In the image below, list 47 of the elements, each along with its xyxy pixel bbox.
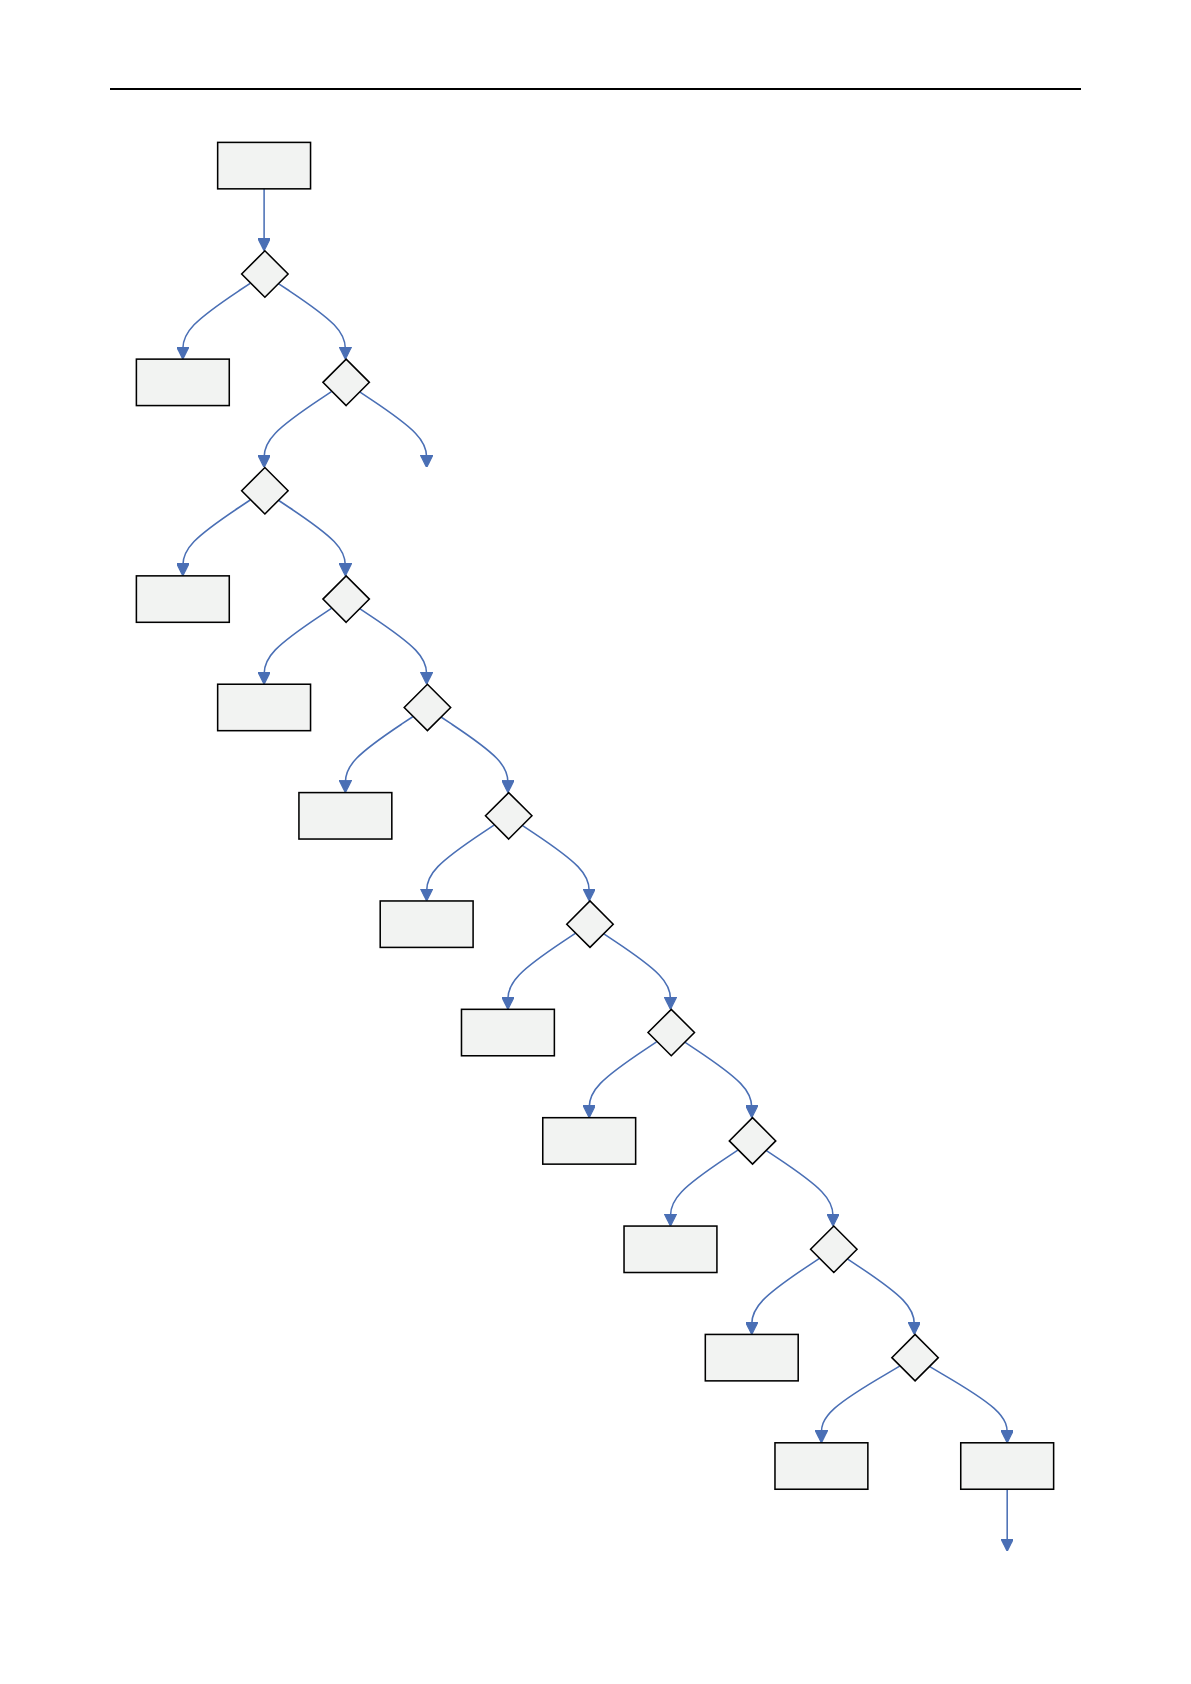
arrow xyxy=(420,824,496,902)
arrow xyxy=(359,390,434,469)
node-diamond xyxy=(647,1008,697,1057)
arrow xyxy=(277,282,353,360)
arrow xyxy=(664,1149,740,1227)
node-box xyxy=(136,575,231,624)
node-box xyxy=(298,791,394,840)
arrow xyxy=(1000,1488,1015,1552)
arrow xyxy=(176,282,252,360)
arrow xyxy=(257,390,333,469)
node-diamond xyxy=(322,574,371,624)
arrow xyxy=(602,932,678,1010)
arrow xyxy=(440,715,516,794)
node-box xyxy=(960,1442,1055,1490)
arrow xyxy=(257,188,272,252)
node-diamond xyxy=(241,466,290,516)
arrow xyxy=(359,607,434,685)
node-diamond xyxy=(891,1333,940,1382)
node-diamond xyxy=(809,1224,859,1274)
arrow xyxy=(765,1149,841,1227)
node-diamond xyxy=(241,249,290,299)
arrow xyxy=(339,715,414,794)
node-diamond xyxy=(728,1116,778,1166)
arrow xyxy=(815,1365,901,1444)
node-diamond xyxy=(566,899,615,949)
node-box xyxy=(217,683,312,732)
node-diamond xyxy=(403,683,453,732)
node-box xyxy=(623,1225,719,1274)
node-box xyxy=(774,1442,870,1490)
arrow xyxy=(582,1041,658,1119)
node-box xyxy=(217,141,312,190)
node-box xyxy=(461,1008,556,1057)
node-box xyxy=(136,358,231,407)
arrow xyxy=(521,824,597,902)
node-box xyxy=(705,1333,800,1382)
node-box xyxy=(542,1116,637,1165)
arrow xyxy=(277,499,353,577)
arrow xyxy=(257,607,333,685)
arrow xyxy=(846,1257,922,1336)
arrow xyxy=(501,932,577,1010)
node-box xyxy=(379,900,475,949)
node-diamond xyxy=(484,791,534,841)
arrow xyxy=(745,1257,821,1336)
arrow xyxy=(176,499,252,577)
arrow xyxy=(684,1041,760,1119)
arrow xyxy=(928,1365,1015,1444)
node-diamond xyxy=(322,358,371,407)
